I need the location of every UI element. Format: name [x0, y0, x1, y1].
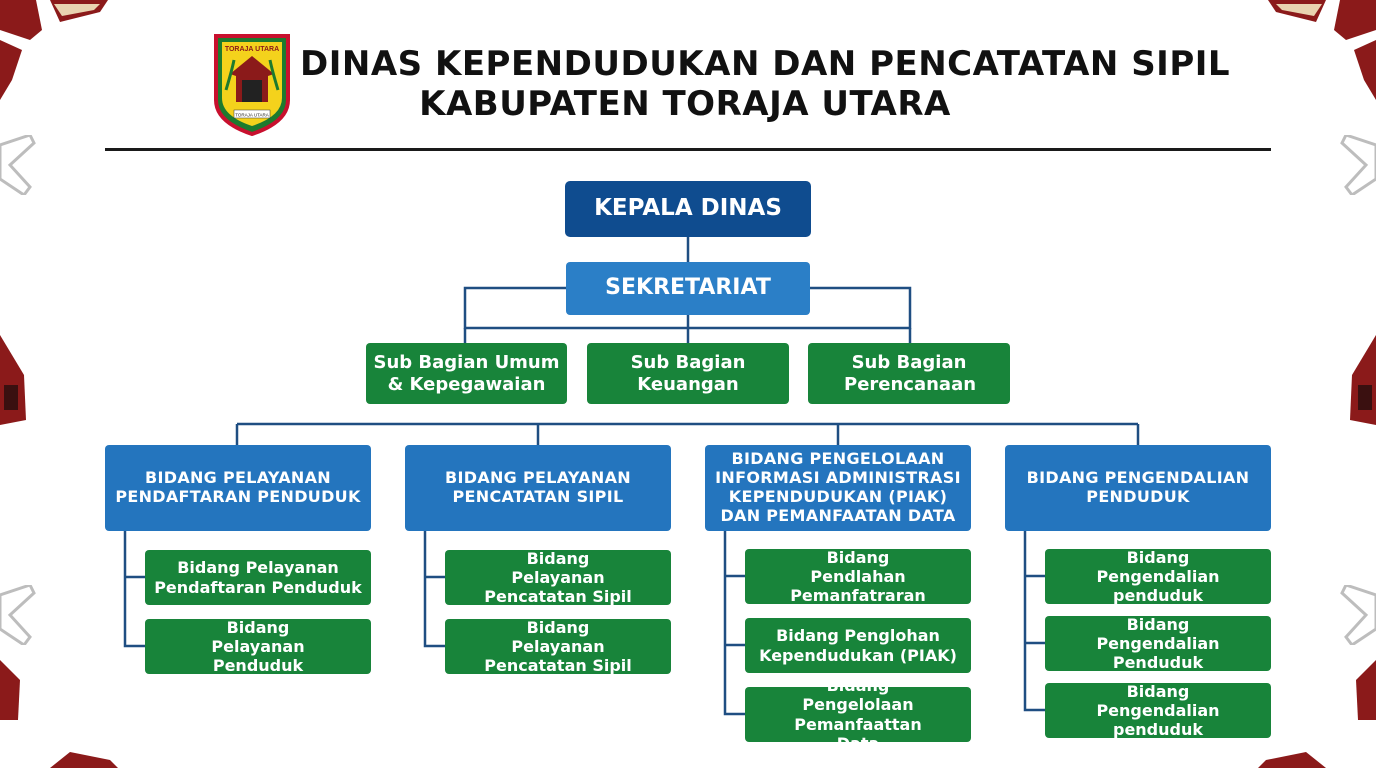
bidang-pendaftaran-box: BIDANG PELAYANAN PENDAFTARAN PENDUDUK [105, 445, 371, 531]
sekretariat-label: SEKRETARIAT [605, 275, 771, 301]
sub-unit-label: Bidang Pengendalian Penduduk [1096, 614, 1220, 673]
sub-unit-label: Bidang Penglohan Kependudukan (PIAK) [759, 626, 957, 665]
sub-unit-box: Bidang Pengendalian Penduduk [1045, 614, 1271, 673]
sub-bagian-label: Sub Bagian Umum & Kepegawaian [373, 351, 560, 395]
sub-unit-label: Bidang Pengendalian penduduk [1096, 681, 1220, 740]
sub-bagian-perencanaan-box: Sub Bagian Perencanaan [808, 343, 1010, 404]
sub-unit-box: Bidang Penglohan Kependudukan (PIAK) [745, 618, 971, 673]
bidang-piak-box: BIDANG PENGELOLAAN INFORMASI ADMINISTRAS… [705, 445, 971, 531]
toraja-ornament-top-right [1268, 0, 1376, 40]
sub-unit-label: Bidang Pengelolaan Pemanfaattan Data [794, 676, 922, 753]
sub-unit-box: Bidang Pelayanan Pendaftaran Penduduk [145, 550, 371, 605]
bidang-label: BIDANG PENGENDALIAN PENDUDUK [1026, 468, 1250, 506]
sub-bagian-label: Sub Bagian Perencanaan [844, 351, 977, 395]
sekretariat-box: SEKRETARIAT [566, 262, 810, 315]
bidang-label: BIDANG PENGELOLAAN INFORMASI ADMINISTRAS… [715, 449, 961, 525]
emblem-bottom-text: TORAJA UTARA [235, 113, 269, 118]
toraja-ornament-bottom-right [1258, 752, 1326, 768]
toraja-ornament-right-2 [1340, 135, 1376, 195]
toraja-ornament-left-5 [0, 660, 20, 720]
sub-unit-box: Bidang Pengelolaan Pemanfaattan Data [745, 676, 971, 753]
header-divider [105, 148, 1271, 151]
emblem-top-text: TORAJA UTARA [225, 46, 279, 53]
toraja-ornament-left-4 [0, 585, 36, 645]
sub-unit-box: Bidang Pelayanan Pencatatan Sipil [445, 548, 671, 607]
toraja-ornament-left-2 [0, 135, 36, 195]
toraja-ornament-bottom-left [50, 752, 118, 768]
sub-unit-box: Bidang Pengendalian penduduk [1045, 681, 1271, 740]
toraja-ornament-left-1 [0, 40, 22, 100]
toraja-utara-emblem: TORAJA UTARA TORAJA UTARA [214, 34, 290, 136]
sub-unit-label: Bidang Pengendalian penduduk [1096, 547, 1220, 606]
toraja-ornament-right-3 [1350, 335, 1376, 425]
toraja-ornament-right-4 [1340, 585, 1376, 645]
sub-unit-label: Bidang Pendlahan Pemanfatraran [790, 547, 926, 606]
sub-unit-label: Bidang Pelayanan Pencatatan Sipil [484, 617, 632, 676]
page-title-line1: DINAS KEPENDUDUKAN DAN PENCATATAN SIPIL [300, 44, 1231, 84]
sub-unit-label: Bidang Pelayanan Pencatatan Sipil [484, 548, 632, 607]
toraja-ornament-top-left [0, 0, 108, 40]
sub-unit-box: Bidang Pendlahan Pemanfatraran [745, 547, 971, 606]
bidang-pengendalian-box: BIDANG PENGENDALIAN PENDUDUK [1005, 445, 1271, 531]
sub-unit-label: Bidang Pelayanan Pendaftaran Penduduk [154, 558, 362, 597]
bidang-pencatatan-box: BIDANG PELAYANAN PENCATATAN SIPIL [405, 445, 671, 531]
sub-bagian-umum-box: Sub Bagian Umum & Kepegawaian [366, 343, 567, 404]
toraja-ornament-right-1 [1354, 40, 1376, 100]
kepala-dinas-label: KEPALA DINAS [594, 195, 782, 222]
sub-unit-box: Bidang Pelayanan Penduduk [145, 617, 371, 676]
toraja-ornament-left-3 [0, 335, 26, 425]
sub-bagian-keuangan-box: Sub Bagian Keuangan [587, 343, 789, 404]
kepala-dinas-box: KEPALA DINAS [565, 181, 811, 237]
page-title-line2: KABUPATEN TORAJA UTARA [419, 84, 951, 124]
sub-unit-box: Bidang Pengendalian penduduk [1045, 547, 1271, 606]
bidang-label: BIDANG PELAYANAN PENCATATAN SIPIL [444, 468, 631, 506]
sub-unit-box: Bidang Pelayanan Pencatatan Sipil [445, 617, 671, 676]
sub-bagian-label: Sub Bagian Keuangan [630, 351, 746, 395]
toraja-ornament-right-5 [1356, 660, 1376, 720]
sub-unit-label: Bidang Pelayanan Penduduk [211, 617, 305, 676]
bidang-label: BIDANG PELAYANAN PENDAFTARAN PENDUDUK [115, 468, 361, 506]
